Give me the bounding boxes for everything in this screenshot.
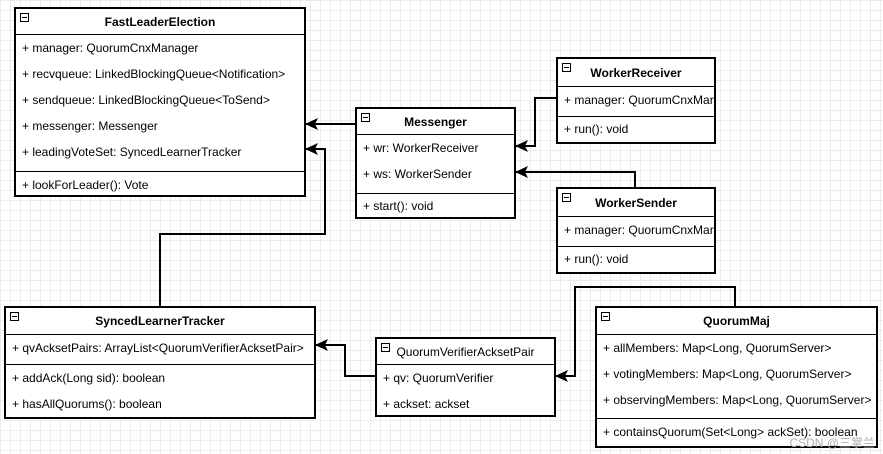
field-row: + manager: QuorumCnxManager <box>22 41 199 55</box>
method-row: + addAck(Long sid): boolean <box>12 371 166 385</box>
arrowhead <box>515 140 528 152</box>
connector-worker-sender-to-messenger <box>515 171 636 187</box>
method-row: + hasAllQuorums(): boolean <box>12 397 162 411</box>
collapse-toggle-icon[interactable] <box>10 312 19 321</box>
field-row: + votingMembers: Map<Long, QuorumServer> <box>603 367 852 381</box>
divider <box>558 116 714 117</box>
class-header: QuorumMaj <box>597 308 876 335</box>
class-name: WorkerReceiver <box>590 66 682 80</box>
connector-quorum-verifier-ackset-pair-to-synced-learner-tracker <box>315 344 375 377</box>
field-row: + recvqueue: LinkedBlockingQueue<Notific… <box>22 67 286 81</box>
class-name: QuorumMaj <box>703 314 770 328</box>
field-row: + wr: WorkerReceiver <box>363 141 479 155</box>
connector-quorum-maj-to-quorum-verifier-ackset-pair <box>555 286 736 377</box>
field-row: + ackset: ackset <box>383 397 470 411</box>
class-quorum-maj[interactable]: QuorumMaj + allMembers: Map<Long, Quorum… <box>595 306 878 448</box>
connector-worker-receiver-to-messenger <box>515 97 556 147</box>
class-name: FastLeaderElection <box>104 15 216 29</box>
divider <box>16 171 304 172</box>
class-name: SyncedLearnerTracker <box>95 314 225 328</box>
class-header: QuorumVerifierAcksetPair <box>377 339 554 365</box>
collapse-toggle-icon[interactable] <box>361 113 370 122</box>
collapse-toggle-icon[interactable] <box>381 343 390 352</box>
class-name: QuorumVerifierAcksetPair <box>396 345 535 359</box>
field-row: + allMembers: Map<Long, QuorumServer> <box>603 341 832 355</box>
arrowhead <box>555 370 568 382</box>
collapse-toggle-icon[interactable] <box>601 312 610 321</box>
connector-synced-learner-tracker-to-fast-leader-election <box>159 148 326 306</box>
class-header: Messenger <box>357 109 514 135</box>
field-row: + manager: QuorumCnxMar <box>564 223 714 237</box>
arrowhead <box>305 118 318 130</box>
method-row: + containsQuorum(Set<Long> ackSet): bool… <box>603 425 858 439</box>
divider <box>558 246 714 247</box>
method-row: + run(): void <box>564 252 629 266</box>
divider <box>597 418 876 419</box>
method-row: + start(): void <box>363 199 434 213</box>
arrowhead <box>515 166 528 178</box>
class-messenger[interactable]: Messenger + wr: WorkerReceiver + ws: Wor… <box>355 107 516 219</box>
field-row: + leadingVoteSet: SyncedLearnerTracker <box>22 145 242 159</box>
collapse-toggle-icon[interactable] <box>562 63 571 72</box>
method-row: + lookForLeader(): Vote <box>22 178 149 192</box>
field-row: + manager: QuorumCnxMar <box>564 93 714 107</box>
class-quorum-verifier-ackset-pair[interactable]: QuorumVerifierAcksetPair + qv: QuorumVer… <box>375 337 556 417</box>
class-synced-learner-tracker[interactable]: SyncedLearnerTracker + qvAcksetPairs: Ar… <box>4 306 316 419</box>
class-header: WorkerSender <box>558 189 714 217</box>
divider <box>6 364 314 365</box>
class-header: WorkerReceiver <box>558 59 714 87</box>
field-row: + ws: WorkerSender <box>363 167 472 181</box>
divider <box>357 193 514 194</box>
field-row: + observingMembers: Map<Long, QuorumServ… <box>603 393 872 407</box>
arrowhead <box>315 339 328 351</box>
field-row: + messenger: Messenger <box>22 119 158 133</box>
field-row: + qvAcksetPairs: ArrayList<QuorumVerifie… <box>12 341 304 355</box>
class-fast-leader-election[interactable]: FastLeaderElection + manager: QuorumCnxM… <box>14 7 306 197</box>
class-name: WorkerSender <box>595 196 677 210</box>
collapse-toggle-icon[interactable] <box>20 13 29 22</box>
class-header: FastLeaderElection <box>16 9 304 35</box>
watermark: CSDN @三掌兰 <box>789 436 875 450</box>
field-row: + qv: QuorumVerifier <box>383 371 494 385</box>
field-row: + sendqueue: LinkedBlockingQueue<ToSend> <box>22 93 270 107</box>
class-header: SyncedLearnerTracker <box>6 308 314 335</box>
method-row: + run(): void <box>564 122 629 136</box>
class-name: Messenger <box>404 115 467 129</box>
class-worker-sender[interactable]: WorkerSender + manager: QuorumCnxMar + r… <box>556 187 716 274</box>
collapse-toggle-icon[interactable] <box>562 193 571 202</box>
arrowhead <box>305 143 318 155</box>
class-worker-receiver[interactable]: WorkerReceiver + manager: QuorumCnxMar +… <box>556 57 716 144</box>
